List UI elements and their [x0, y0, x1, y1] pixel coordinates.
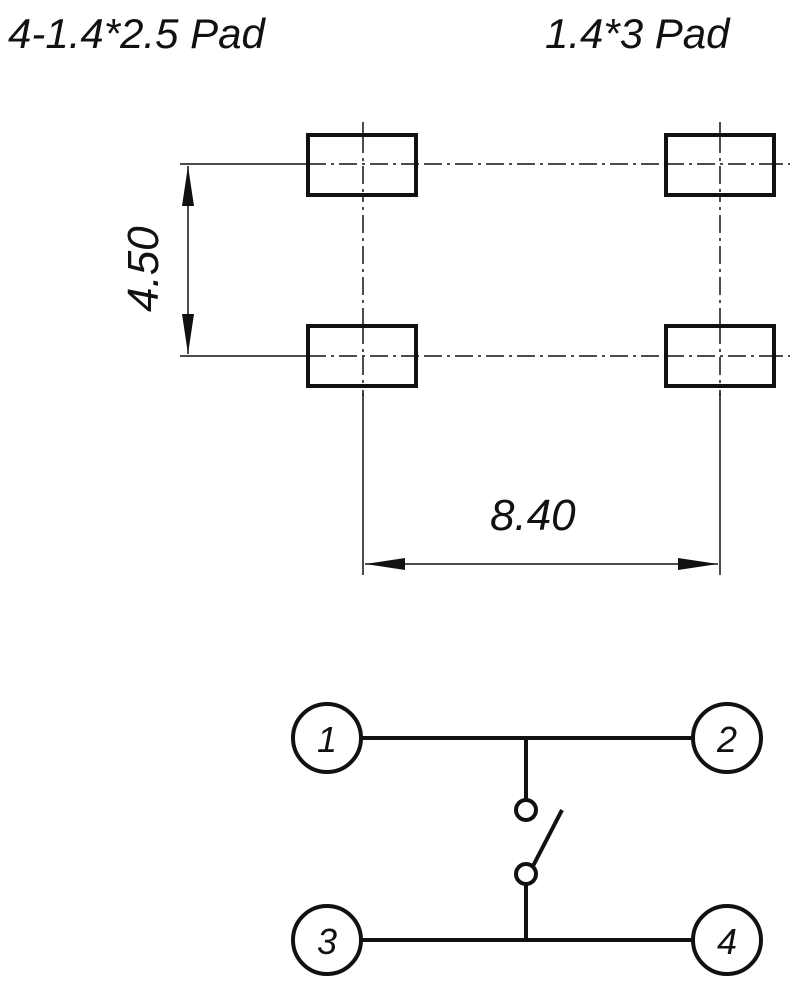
pin-4-label: 4	[717, 921, 737, 962]
left-pad-note: 4-1.4*2.5 Pad	[8, 10, 267, 57]
vertical-arrow-top	[182, 166, 194, 206]
switch-lever	[531, 809, 564, 867]
pin-1-label: 1	[317, 719, 337, 760]
pin-2-label: 2	[716, 719, 737, 760]
right-pad-note: 1.4*3 Pad	[545, 10, 731, 57]
horizontal-dimension-label: 8.40	[490, 491, 576, 540]
pad-top-left	[306, 133, 418, 197]
pin-1-terminal	[291, 702, 363, 774]
horizontal-arrow-left	[365, 558, 405, 570]
vertical-dimension-label: 4.50	[119, 226, 168, 312]
pin-2-terminal	[691, 702, 763, 774]
switch-contact-top	[514, 798, 538, 822]
pin-3-label: 3	[317, 921, 337, 962]
pin-3-terminal	[291, 904, 363, 976]
vertical-arrow-bottom	[182, 314, 194, 354]
switch-contact-bottom	[514, 862, 538, 886]
horizontal-arrow-right	[678, 558, 718, 570]
pin-4-terminal	[691, 904, 763, 976]
